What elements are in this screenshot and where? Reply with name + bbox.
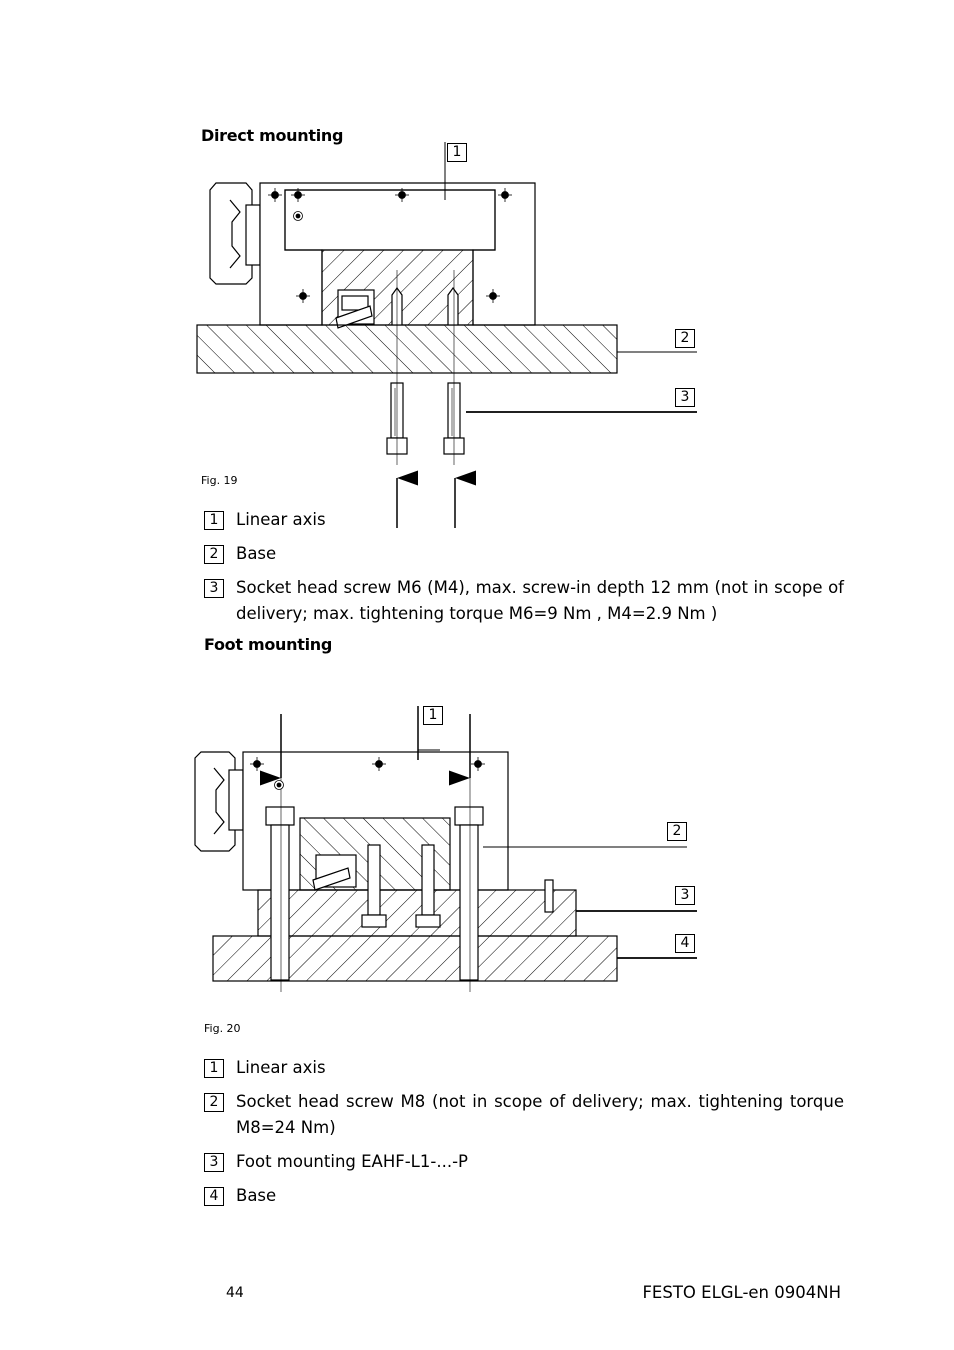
legend-item: 3 Foot mounting EAHF-L1-...-P — [204, 1149, 844, 1175]
legend-text: Foot mounting EAHF-L1-...-P — [236, 1152, 468, 1171]
fig20-callout-3: 3 — [675, 886, 695, 905]
fig20-drawing — [194, 706, 697, 992]
legend-text: Linear axis — [236, 510, 326, 529]
heading-foot-mounting: Foot mounting — [204, 635, 333, 654]
legend-number: 1 — [204, 511, 224, 530]
legend-text: Linear axis — [236, 1058, 326, 1077]
legend-item: 1 Linear axis — [204, 507, 844, 533]
legend-item: 4 Base — [204, 1183, 844, 1209]
legend-number: 3 — [204, 579, 224, 598]
legend-number: 1 — [204, 1059, 224, 1078]
legend-text: Socket head screw M6 (M4), max. screw-in… — [236, 578, 844, 623]
legend-item: 3 Socket head screw M6 (M4), max. screw-… — [204, 575, 844, 627]
page-number: 44 — [226, 1285, 244, 1301]
legend-item: 2 Base — [204, 541, 844, 567]
document-id: FESTO ELGL-en 0904NH — [642, 1283, 841, 1302]
legend-number: 4 — [204, 1187, 224, 1206]
legend-text: Base — [236, 1186, 277, 1205]
legend-item: 2 Socket head screw M8 (not in scope of … — [204, 1089, 844, 1141]
fig20-callout-1: 1 — [423, 706, 443, 725]
fig20-callout-4: 4 — [675, 934, 695, 953]
fig20-label: Fig. 20 — [204, 1022, 241, 1035]
heading-direct-mounting: Direct mounting — [201, 126, 344, 145]
legend-text: Socket head screw M8 (not in scope of de… — [236, 1092, 844, 1137]
legend-number: 2 — [204, 1093, 224, 1112]
fig19-callout-2: 2 — [675, 329, 695, 348]
legend-text: Base — [236, 544, 277, 563]
legend-number: 2 — [204, 545, 224, 564]
fig19-callout-1: 1 — [447, 143, 467, 162]
fig19-label: Fig. 19 — [201, 474, 238, 487]
fig19-drawing — [196, 142, 697, 528]
legend-number: 3 — [204, 1153, 224, 1172]
fig20-callout-2: 2 — [667, 822, 687, 841]
fig20-legend: 1 Linear axis 2 Socket head screw M8 (no… — [204, 1055, 844, 1217]
fig19-callout-3: 3 — [675, 388, 695, 407]
legend-item: 1 Linear axis — [204, 1055, 844, 1081]
fig19-legend: 1 Linear axis 2 Base 3 Socket head screw… — [204, 507, 844, 635]
